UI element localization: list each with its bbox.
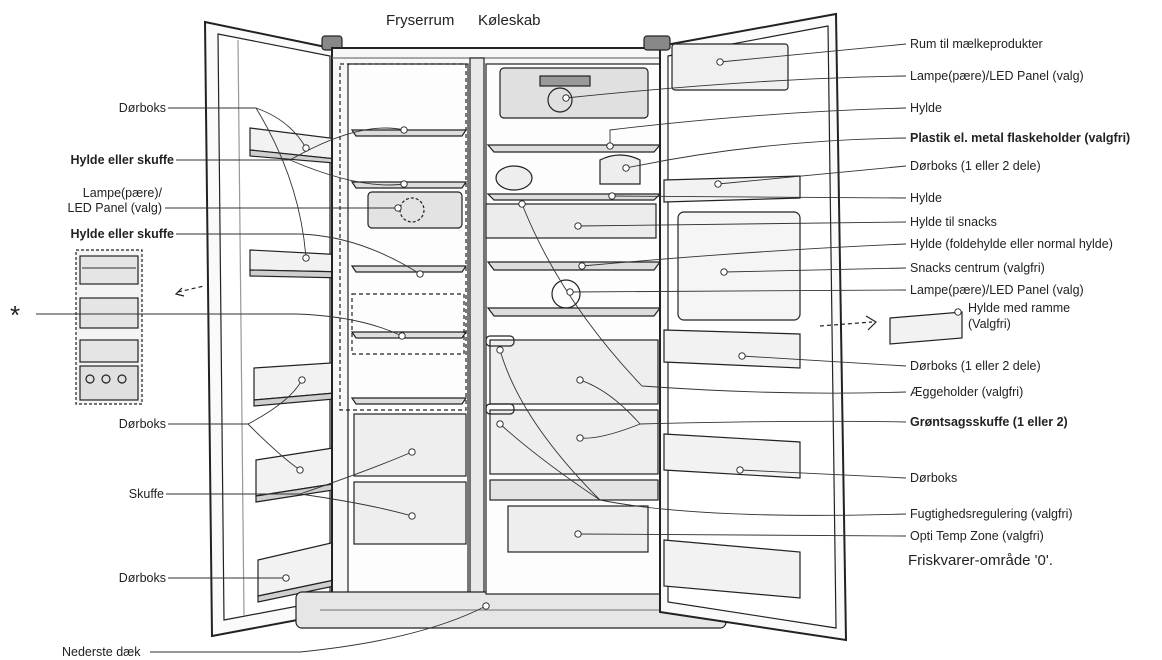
label-egg-holder: Æggeholder (valgfri) [910,385,1023,399]
label-lamp-line1: Lampe(pære)/ [40,186,162,200]
label-bottom-cover: Nederste dæk [62,645,141,659]
label-door-bin-1-or-2-a: Dørboks (1 eller 2 dele) [910,159,1041,173]
label-asterisk: * [10,302,20,328]
freezer-inset [76,250,204,404]
fridge-door [644,14,846,640]
freezer-door [205,22,346,636]
label-humidity-control: Fugtighedsregulering (valgfri) [910,507,1073,521]
fridge-compartment-label: Køleskab [478,14,541,28]
label-shelf-2: Hylde [910,191,942,205]
label-lamp-mid: Lampe(pære)/LED Panel (valg) [910,283,1084,297]
label-fold-shelf: Hylde (foldehylde eller normal hylde) [910,237,1113,251]
label-door-bin-3: Dørboks [60,571,166,585]
label-fresh-zone: Friskvarer-område '0'. [908,554,1053,568]
label-frame-shelf-line1: Hylde med ramme [968,301,1070,315]
label-snack-shelf: Hylde til snacks [910,215,997,229]
label-opti-temp-zone: Opti Temp Zone (valgfri) [910,529,1044,543]
label-door-bin-2: Dørboks [60,417,166,431]
label-shelf-or-drawer-2: Hylde eller skuffe [40,227,174,241]
label-vegetable-drawer: Grøntsagsskuffe (1 eller 2) [910,415,1068,429]
label-shelf-1: Hylde [910,101,942,115]
label-frame-shelf-line2: (Valgfri) [968,317,1011,331]
freezer-compartment-label: Fryserrum [386,14,454,28]
label-lamp-line2: LED Panel (valg) [40,201,162,215]
label-snack-center: Snacks centrum (valgfri) [910,261,1045,275]
label-door-bin: Dørboks [910,471,957,485]
label-door-bin-1: Dørboks [60,101,166,115]
label-dairy-compartment: Rum til mælkeprodukter [910,37,1043,51]
label-shelf-or-drawer-1: Hylde eller skuffe [40,153,174,167]
label-door-bin-1-or-2-b: Dørboks (1 eller 2 dele) [910,359,1041,373]
label-drawer: Skuffe [60,487,164,501]
label-lamp-top: Lampe(pære)/LED Panel (valg) [910,69,1084,83]
label-bottle-holder: Plastik el. metal flaskeholder (valgfri) [910,131,1130,145]
